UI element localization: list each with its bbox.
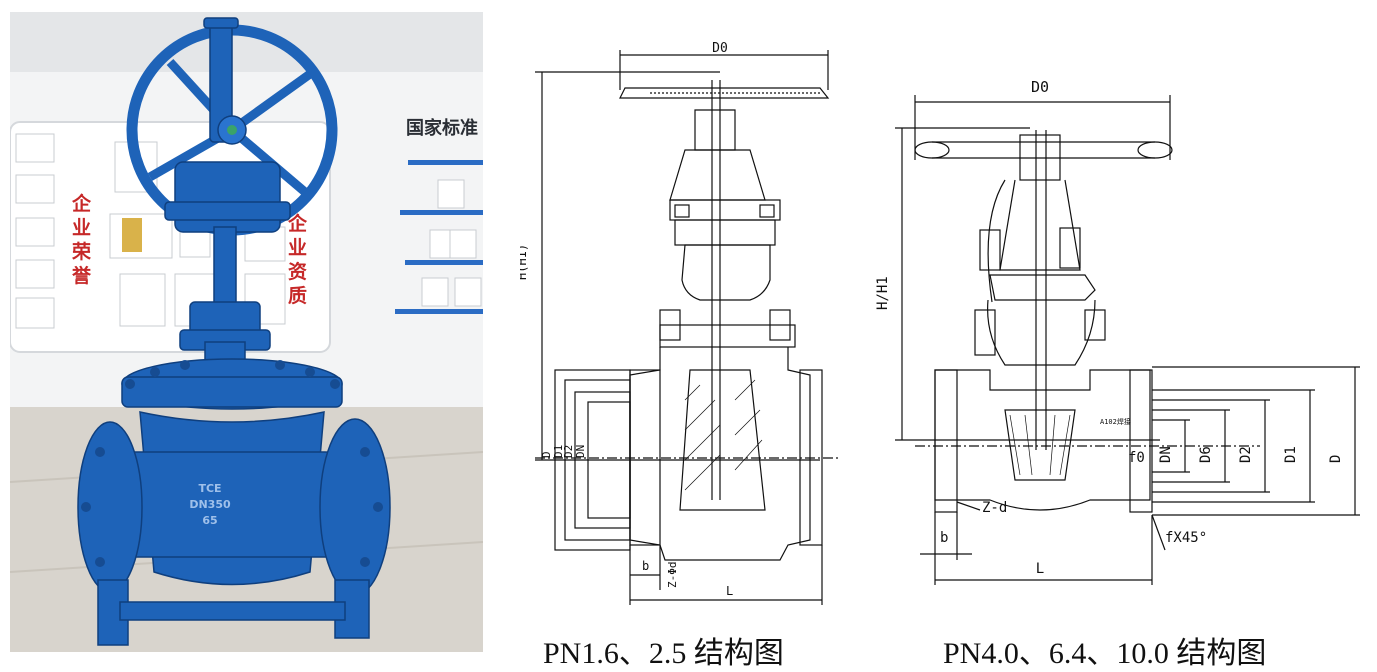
wall-title: 国家标准	[406, 117, 478, 139]
qual-char-2: 业	[288, 237, 307, 259]
label-b: b	[642, 559, 649, 573]
label-d2-r: D2	[1238, 446, 1254, 463]
label-dim-d2: D2	[562, 445, 575, 458]
label-bolts: Z-Φd	[666, 562, 679, 589]
qual-char-4: 质	[288, 285, 307, 307]
label-chamfer-r: fX45°	[1165, 530, 1207, 546]
label-dim-d1: D1	[552, 445, 565, 458]
label-l-r: L	[1036, 561, 1044, 577]
caption-pn40: PN4.0、6.4、10.0 结构图	[943, 637, 1267, 670]
label-d1-r: D1	[1283, 446, 1299, 463]
label-b-r: b	[940, 530, 948, 546]
label-dn-r: DN	[1158, 446, 1174, 463]
qual-char-1: 企	[287, 212, 308, 235]
label-d0-r: D0	[1031, 78, 1049, 96]
label-dim-d: D	[540, 451, 553, 458]
label-h: H(H1)	[520, 244, 529, 280]
label-l: L	[726, 584, 733, 598]
label-dim-dn: DN	[574, 445, 587, 458]
drawing-pn40: D0 H/H1 DN D6 D2 D1 D f0 Z-d b fX45° L A…	[875, 78, 1360, 585]
caption-pn16: PN1.6、2.5 结构图	[543, 637, 784, 670]
body-mark-1: TCE	[198, 482, 221, 495]
body-mark-2: DN350	[189, 498, 231, 511]
valve-photo: 企 业 荣 誉 企 业 资 质 国家标准	[10, 12, 483, 652]
label-d-r: D	[1328, 455, 1344, 463]
honor-char-2: 业	[72, 217, 91, 239]
qual-char-3: 资	[288, 260, 307, 283]
label-d6-r: D6	[1198, 446, 1214, 463]
label-bolts-r: Z-d	[982, 500, 1007, 516]
label-weld-r: A102焊接	[1100, 417, 1131, 426]
honor-char-4: 誉	[71, 264, 92, 287]
label-f0-r: f0	[1128, 450, 1145, 466]
shelves	[395, 160, 483, 314]
body-mark-3: 65	[202, 514, 217, 527]
label-h-r: H/H1	[875, 276, 891, 310]
honor-char-1: 企	[71, 192, 92, 215]
gate-valve	[77, 17, 391, 646]
drawing-pn16: D0 H(H1) D D1 D2 DN b Z-Φd L	[520, 41, 840, 605]
honor-char-3: 荣	[71, 240, 91, 263]
label-d0: D0	[712, 41, 728, 56]
